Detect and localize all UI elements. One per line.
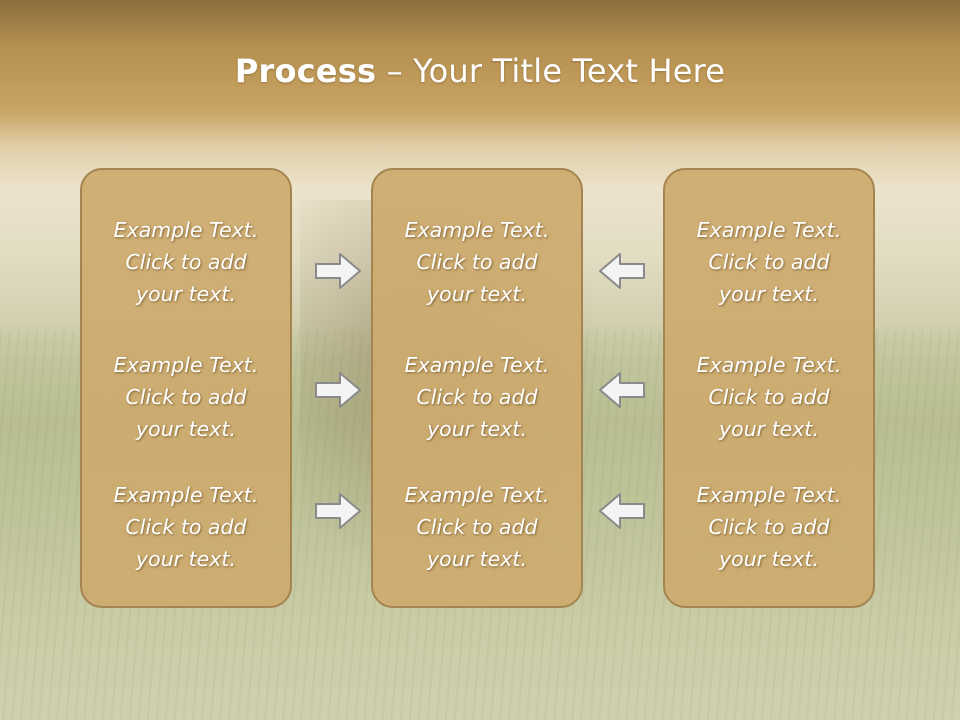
text-line: Click to add <box>125 515 247 539</box>
text-line: your text. <box>719 547 819 571</box>
arrow-right-icon[interactable] <box>314 251 362 291</box>
text-line: your text. <box>719 282 819 306</box>
title-rest: – Your Title Text Here <box>376 52 726 90</box>
right-panel[interactable]: Example Text. Click to add your text. Ex… <box>663 168 875 608</box>
middle-text-3[interactable]: Example Text. Click to add your text. <box>373 479 581 575</box>
text-line: Click to add <box>416 515 538 539</box>
text-line: Example Text. <box>404 353 550 377</box>
text-line: your text. <box>427 417 527 441</box>
left-panel[interactable]: Example Text. Click to add your text. Ex… <box>80 168 292 608</box>
text-line: Click to add <box>708 385 830 409</box>
text-line: your text. <box>136 282 236 306</box>
arrow-left-icon[interactable] <box>598 491 646 531</box>
text-line: Example Text. <box>113 353 259 377</box>
middle-text-1[interactable]: Example Text. Click to add your text. <box>373 214 581 310</box>
text-line: your text. <box>427 547 527 571</box>
text-line: Click to add <box>416 385 538 409</box>
slide-title[interactable]: Process – Your Title Text Here <box>0 52 960 90</box>
text-line: Example Text. <box>696 218 842 242</box>
right-text-2[interactable]: Example Text. Click to add your text. <box>665 349 873 445</box>
text-line: Click to add <box>708 250 830 274</box>
text-line: Click to add <box>125 385 247 409</box>
left-text-1[interactable]: Example Text. Click to add your text. <box>82 214 290 310</box>
middle-text-2[interactable]: Example Text. Click to add your text. <box>373 349 581 445</box>
text-line: Example Text. <box>696 483 842 507</box>
arrow-right-icon[interactable] <box>314 491 362 531</box>
title-bold: Process <box>234 52 377 90</box>
arrow-right-icon[interactable] <box>314 370 362 410</box>
middle-panel[interactable]: Example Text. Click to add your text. Ex… <box>371 168 583 608</box>
text-line: Click to add <box>416 250 538 274</box>
text-line: Example Text. <box>404 483 550 507</box>
arrow-left-icon[interactable] <box>598 370 646 410</box>
text-line: Example Text. <box>696 353 842 377</box>
text-line: Click to add <box>708 515 830 539</box>
text-line: Example Text. <box>113 218 259 242</box>
text-line: Click to add <box>125 250 247 274</box>
text-line: your text. <box>719 417 819 441</box>
right-text-1[interactable]: Example Text. Click to add your text. <box>665 214 873 310</box>
text-line: your text. <box>136 417 236 441</box>
text-line: your text. <box>427 282 527 306</box>
left-text-3[interactable]: Example Text. Click to add your text. <box>82 479 290 575</box>
text-line: Example Text. <box>113 483 259 507</box>
text-line: Example Text. <box>404 218 550 242</box>
left-text-2[interactable]: Example Text. Click to add your text. <box>82 349 290 445</box>
text-line: your text. <box>136 547 236 571</box>
arrow-left-icon[interactable] <box>598 251 646 291</box>
right-text-3[interactable]: Example Text. Click to add your text. <box>665 479 873 575</box>
